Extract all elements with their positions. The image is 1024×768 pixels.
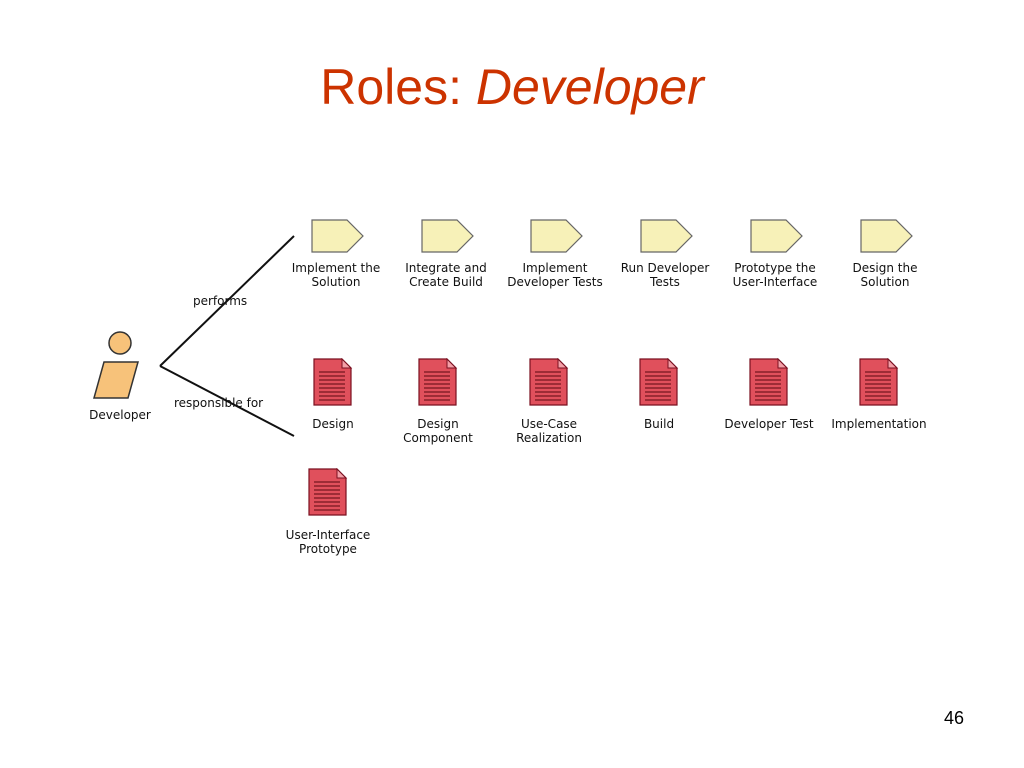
activity-label: Integrate and Create Build [405,261,487,289]
role-actor-icon [93,331,139,399]
activity-label: Run Developer Tests [620,261,710,289]
artifact-document-icon [529,358,569,406]
title-prefix: Roles: [320,59,476,115]
artifact-document-icon [749,358,789,406]
artifact-label: Use-Case Realization [516,417,582,445]
title-emphasis: Developer [475,59,704,115]
page-number: 46 [944,708,965,728]
artifact-document-icon [418,358,458,406]
responsible-for-label: responsible for [174,396,264,410]
artifact-label: User-Interface Prototype [285,528,371,556]
artifact-label: Design Component [403,417,473,445]
artifact-document-icon [859,358,899,406]
activity-label: Prototype the User-Interface [732,261,818,289]
activity-icon [311,219,364,253]
artifact-document-icon [308,468,348,516]
artifact-label: Design [312,417,354,431]
artifact-document-icon [639,358,679,406]
activity-label: Implement Developer Tests [507,261,603,289]
artifact-label: Developer Test [724,417,814,431]
artifact-document-icon [313,358,353,406]
performs-label: performs [193,294,248,308]
activity-icon [530,219,583,253]
activity-icon [421,219,474,253]
activity-label: Implement the Solution [291,261,381,289]
activity-icon [860,219,913,253]
artifact-label: Implementation [831,417,927,431]
artifact-label: Build [643,417,675,431]
slide-title: Roles: Developer [0,62,1024,112]
activity-icon [750,219,803,253]
activity-icon [640,219,693,253]
activity-label: Design the Solution [852,261,918,289]
role-label: Developer [89,408,151,422]
